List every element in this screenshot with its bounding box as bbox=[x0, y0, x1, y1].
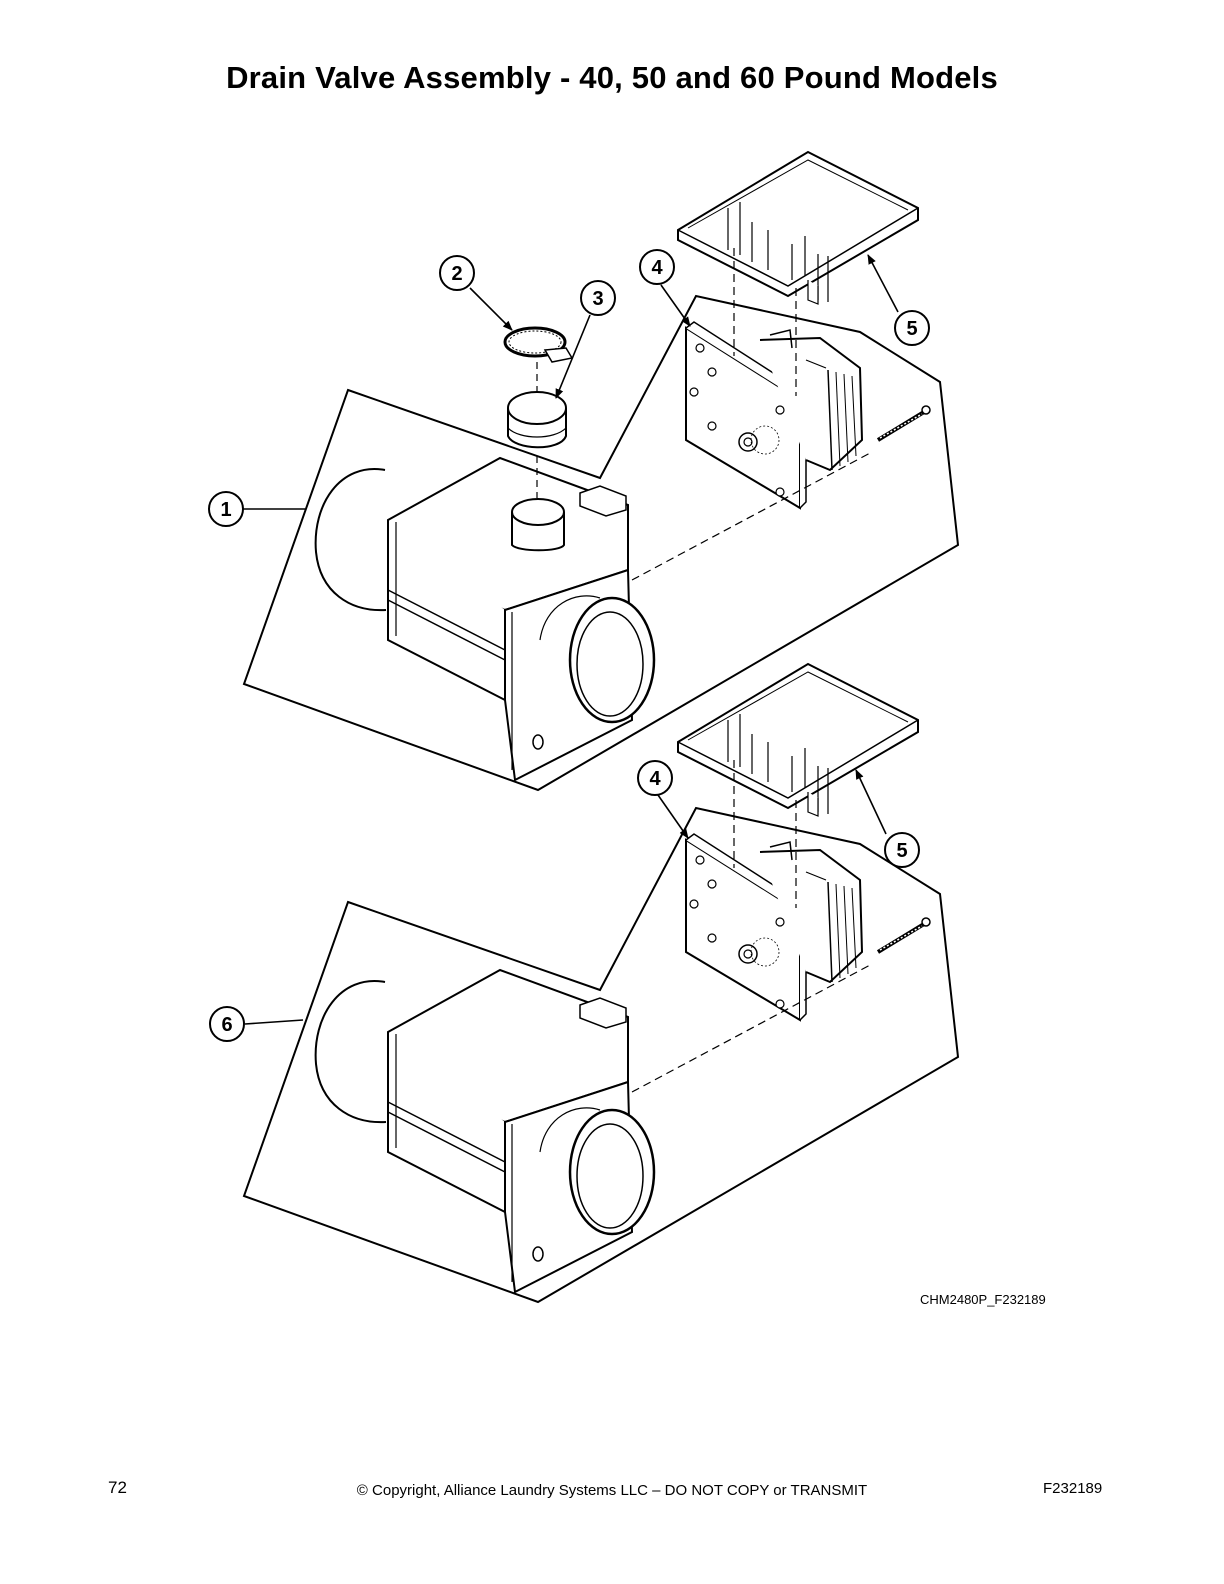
document-number: F232189 bbox=[1043, 1480, 1103, 1497]
hose-clamp-part bbox=[503, 326, 574, 363]
callout-4-bottom-label: 4 bbox=[649, 768, 661, 790]
callout-3: 3 bbox=[580, 280, 616, 316]
callout-5-bottom: 5 bbox=[884, 832, 920, 868]
callout-6-label: 6 bbox=[221, 1014, 232, 1036]
callout-5-top: 5 bbox=[894, 310, 930, 346]
callout-3-label: 3 bbox=[592, 288, 603, 310]
page-title: Drain Valve Assembly - 40, 50 and 60 Pou… bbox=[226, 60, 998, 95]
page-number: 72 bbox=[108, 1478, 127, 1497]
callout-1: 1 bbox=[208, 491, 244, 527]
callout-5-bottom-label: 5 bbox=[896, 840, 907, 862]
callout-1-label: 1 bbox=[220, 499, 231, 521]
callout-6: 6 bbox=[209, 1006, 245, 1042]
callout-4-top: 4 bbox=[639, 249, 675, 285]
drain-valve-neck bbox=[511, 498, 565, 552]
figure-id: CHM2480P_F232189 bbox=[920, 1292, 1046, 1307]
callout-4-top-label: 4 bbox=[651, 257, 663, 279]
cap-part bbox=[507, 391, 567, 449]
copyright-notice: © Copyright, Alliance Laundry Systems LL… bbox=[356, 1482, 868, 1499]
callout-2-label: 2 bbox=[451, 263, 462, 285]
callout-5-top-label: 5 bbox=[906, 318, 917, 340]
leader-lines bbox=[243, 254, 899, 1025]
bottom-drain-valve-assembly bbox=[242, 662, 960, 1304]
callout-4-bottom: 4 bbox=[637, 760, 673, 796]
top-drain-valve-assembly bbox=[242, 150, 960, 792]
callout-2: 2 bbox=[439, 255, 475, 291]
